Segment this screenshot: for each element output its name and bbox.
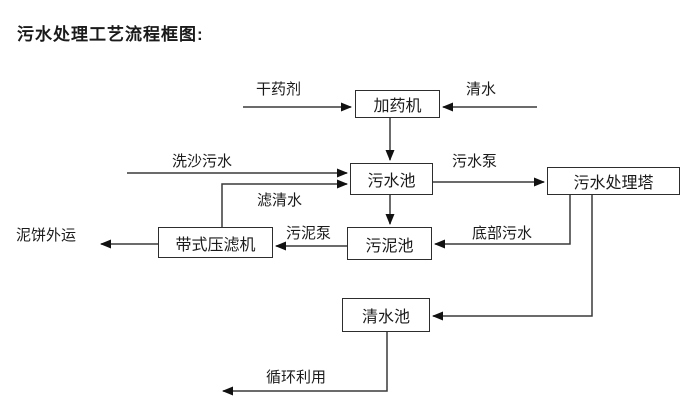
edge-label-clean-water: 清水 [466,78,497,99]
node-dosing-machine: 加药机 [355,90,440,118]
edge-label-recycle-use: 循环利用 [266,366,327,387]
edge-label-sludge-pump: 污泥泵 [286,222,332,243]
edge-label-sand-washing-sewage: 洗沙污水 [172,150,233,171]
node-sewage-pool: 污水池 [350,163,433,195]
node-clean-water-pool-label: 清水池 [361,309,410,326]
node-treatment-tower-label: 污水处理塔 [573,175,654,192]
edge-label-sewage-pump: 污水泵 [452,150,498,171]
node-clean-water-pool: 清水池 [342,298,430,332]
edge-label-filtered-water: 滤清水 [257,189,303,210]
node-sludge-pool: 污泥池 [347,227,432,260]
node-belt-filter-press-label: 带式压滤机 [175,236,256,254]
edge-tower-to-clean-pool [432,195,593,321]
diagram-title: 污水处理工艺流程框图: [17,25,204,44]
edge-label-mud-cake-out: 泥饼外运 [16,224,77,245]
node-dosing-machine-label: 加药机 [373,98,422,115]
node-sewage-pool-label: 污水池 [367,173,416,190]
node-belt-filter-press: 带式压滤机 [158,227,273,258]
edge-label-dry-agent: 干药剂 [256,78,302,99]
edge-label-bottom-sewage: 底部污水 [472,222,533,243]
node-sludge-pool-label: 污泥池 [365,237,414,255]
node-treatment-tower: 污水处理塔 [547,167,680,195]
